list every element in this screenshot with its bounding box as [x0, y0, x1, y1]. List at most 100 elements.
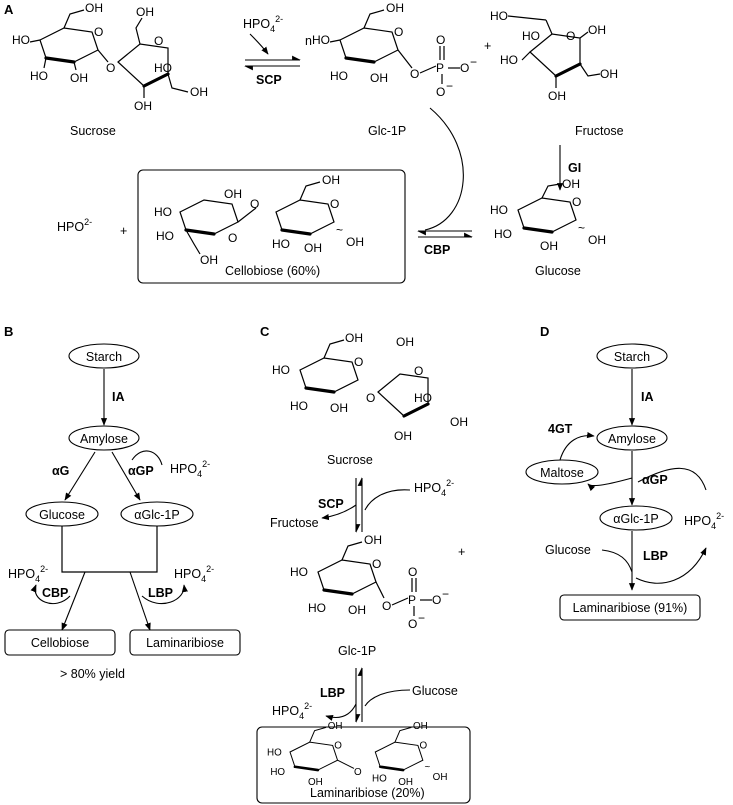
arrow-amylose-glucose-b [64, 451, 96, 501]
plus-a2: + [120, 224, 127, 238]
svg-text:OH: OH [322, 173, 340, 187]
svg-text:O: O [228, 231, 237, 245]
svg-text:O: O [432, 593, 441, 607]
svg-text:HO: HO [290, 399, 308, 413]
svg-text:OH: OH [345, 331, 363, 345]
svg-text:HO: HO [490, 9, 508, 23]
svg-text:O: O [460, 61, 469, 75]
phosphate-label-c1: HPO42- [414, 478, 454, 498]
svg-text:O: O [382, 599, 391, 613]
node-aglc1p-d [599, 505, 673, 531]
maltose-to-amylose-curve [559, 431, 595, 461]
svg-text:Laminaribiose (91%): Laminaribiose (91%) [573, 601, 688, 615]
svg-text:O: O [408, 565, 417, 579]
phosphate-out-curve-cbp-b [30, 584, 71, 605]
enzyme-cbp-b: CBP [42, 586, 68, 600]
node-laminaribiose-b [129, 629, 241, 656]
svg-text:O: O [410, 67, 419, 81]
phosphate-label-c2: HPO42- [272, 701, 312, 721]
glucose-in-curve-c [364, 689, 411, 707]
svg-text:Starch: Starch [86, 350, 122, 364]
cellobiose-structure: HO HO OH OH O O OH HO OH O ~ OH [154, 173, 364, 267]
glucose-structure-a: OH HO HO OH O ~ OH [490, 177, 606, 253]
svg-text:O: O [330, 197, 339, 211]
phosphate-label-a1: HPO42- [243, 14, 283, 34]
svg-text:HO: HO [330, 69, 348, 83]
svg-text:O: O [436, 85, 445, 99]
svg-text:O: O [334, 741, 342, 752]
svg-text:P: P [408, 593, 416, 607]
phosphate-return-curve-d [637, 467, 707, 491]
node-amylose-b [68, 425, 140, 451]
svg-text:OH: OH [562, 177, 580, 191]
glucose-label-d: Glucose [545, 543, 591, 557]
svg-text:HO: HO [490, 203, 508, 217]
panel-b-label: B [4, 324, 13, 339]
svg-text:O: O [154, 34, 163, 48]
node-amylose-d [596, 425, 668, 451]
svg-text:HO: HO [154, 205, 172, 219]
svg-text:HO: HO [500, 53, 518, 67]
svg-text:HO: HO [414, 391, 432, 405]
svg-text:OH: OH [386, 1, 404, 15]
node-maltose-d [525, 459, 599, 485]
svg-text:Glucose: Glucose [39, 508, 85, 522]
laminaribiose-structure-c: OH HO HO OH O O OH HO OH O ~ OH [267, 721, 447, 788]
enzyme-lbp-b: LBP [148, 586, 173, 600]
enzyme-scp-c: SCP [318, 497, 344, 511]
glucose-in-curve-d [601, 549, 633, 573]
enzyme-agp-b: αGP [128, 464, 154, 478]
fructose-out-curve-c [321, 504, 357, 521]
svg-text:OH: OH [450, 415, 468, 429]
panel-a-label: A [4, 2, 14, 17]
svg-text:Maltose: Maltose [540, 466, 584, 480]
enzyme-ag-b: αG [52, 464, 69, 478]
sucrose-label-c: Sucrose [327, 453, 373, 467]
svg-text:O: O [250, 197, 259, 211]
panel-c-label: C [260, 324, 270, 339]
svg-text:OH: OH [330, 401, 348, 415]
node-starch-d [596, 343, 668, 369]
svg-text:~: ~ [336, 223, 343, 237]
phosphate-out-curve-c [325, 703, 357, 721]
merge-bracket-b [61, 526, 158, 573]
svg-text:OH: OH [190, 85, 208, 99]
svg-text:HO: HO [267, 747, 282, 758]
svg-text:O: O [436, 33, 445, 47]
phosphate-out-curve-lbp-b [141, 584, 188, 605]
svg-text:OH: OH [304, 241, 322, 255]
fructose-structure-a: O HO HO HO OH OH OH [490, 9, 618, 103]
svg-text:Amylose: Amylose [608, 432, 656, 446]
svg-text:Cellobiose: Cellobiose [31, 636, 89, 650]
sucrose-structure-c: OH HO HO OH O O OH O OH OH HO [272, 331, 468, 443]
svg-text:O: O [366, 391, 375, 405]
svg-text:OH: OH [540, 239, 558, 253]
plus-a1: + [484, 39, 491, 53]
svg-text:O: O [414, 364, 423, 378]
laminaribiose-label-c: Laminaribiose (20%) [310, 786, 425, 800]
arrow-to-cellobiose-b [61, 571, 86, 631]
svg-text:OH: OH [398, 777, 413, 788]
svg-text:HO: HO [154, 61, 172, 75]
svg-text:O: O [408, 617, 417, 631]
svg-text:Starch: Starch [614, 350, 650, 364]
panel-a: A OH HO HO OH O O OH O OH OH HO [4, 1, 624, 284]
svg-text:OH: OH [134, 99, 152, 113]
svg-text:O: O [394, 25, 403, 39]
svg-text:OH: OH [396, 335, 414, 349]
sucrose-label-a: Sucrose [70, 124, 116, 138]
svg-text:OH: OH [364, 533, 382, 547]
svg-text:OH: OH [433, 772, 448, 783]
enzyme-ia-b: IA [112, 390, 125, 404]
svg-text:−: − [446, 79, 453, 93]
svg-text:HO: HO [312, 33, 330, 47]
enzyme-lbp-d: LBP [643, 549, 668, 563]
phosphate-in-curve-c [364, 489, 411, 511]
svg-text:αGlc-1P: αGlc-1P [613, 512, 658, 526]
enzyme-agp-d: αGP [642, 473, 668, 487]
enzyme-scp-a: SCP [256, 73, 282, 87]
phosphate-in-arrow-a [249, 33, 269, 55]
svg-text:HO: HO [270, 767, 285, 778]
svg-text:HO: HO [494, 227, 512, 241]
